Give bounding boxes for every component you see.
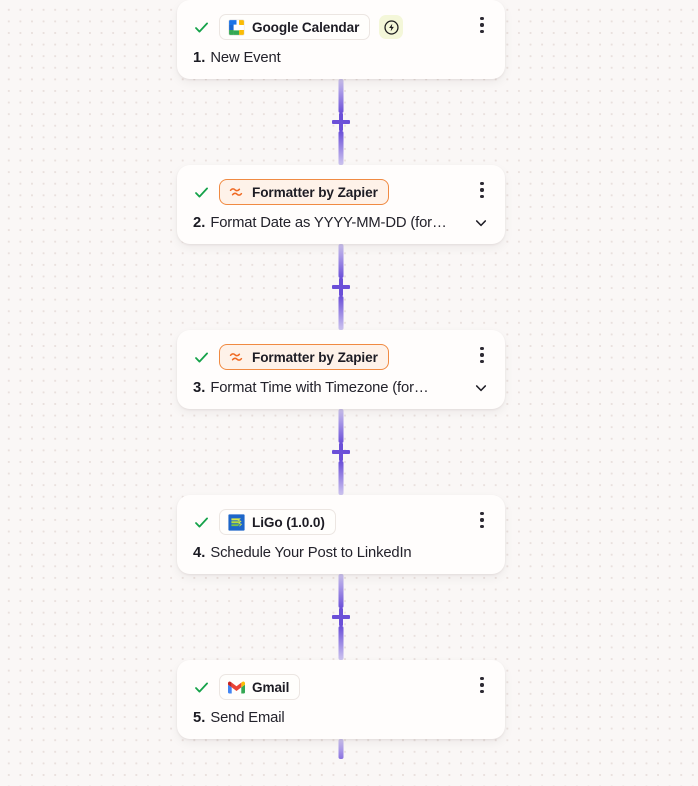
green-check-icon xyxy=(195,682,209,692)
workflow-step-card[interactable]: Formatter by Zapier 3.Format Time with Ti… xyxy=(177,330,505,409)
kebab-menu-icon[interactable] xyxy=(473,674,491,696)
green-check-icon xyxy=(195,352,209,362)
connector-line-upper xyxy=(338,574,344,608)
step-card-body: 1.New Event xyxy=(193,50,489,66)
app-name-label: Gmail xyxy=(252,679,290,695)
green-check-icon xyxy=(195,517,209,527)
workflow-step-card[interactable]: Formatter by Zapier 2.Format Date as YYYY… xyxy=(177,165,505,244)
connector-line-lower xyxy=(338,131,344,165)
app-chip[interactable]: Formatter by Zapier xyxy=(219,179,389,205)
chevron-down-icon[interactable] xyxy=(473,215,489,231)
step-number: 1. xyxy=(193,50,206,66)
formatter-wave-icon xyxy=(229,187,243,196)
step-title: Schedule Your Post to LinkedIn xyxy=(210,545,412,561)
connector-line-lower xyxy=(338,296,344,330)
step-number: 5. xyxy=(193,710,206,726)
app-chip[interactable]: Google Calendar xyxy=(219,14,371,40)
step-card-body: 4.Schedule Your Post to LinkedIn xyxy=(193,545,489,561)
step-connector xyxy=(177,79,505,165)
connector-line-upper xyxy=(338,409,344,443)
add-step-button[interactable] xyxy=(330,276,352,298)
step-number: 4. xyxy=(193,545,206,561)
kebab-menu-icon[interactable] xyxy=(473,179,491,201)
step-card-body: 5.Send Email xyxy=(193,710,489,726)
formatter-wave-icon xyxy=(229,352,243,361)
app-name-label: LiGo (1.0.0) xyxy=(252,514,325,530)
step-title: New Event xyxy=(210,50,281,66)
step-title: Format Date as YYYY-MM-DD (for… xyxy=(210,215,447,231)
connector-tail xyxy=(177,739,505,759)
step-card-header: Formatter by Zapier xyxy=(193,179,489,205)
step-card-header: Formatter by Zapier xyxy=(193,344,489,370)
kebab-menu-icon[interactable] xyxy=(473,344,491,366)
step-card-header: Gmail xyxy=(193,674,489,700)
step-number: 2. xyxy=(193,215,206,231)
connector-line-upper xyxy=(338,244,344,278)
green-check-icon xyxy=(195,187,209,197)
kebab-menu-icon[interactable] xyxy=(473,509,491,531)
step-card-body: 3.Format Time with Timezone (for… xyxy=(193,380,489,396)
green-check-icon xyxy=(195,22,209,32)
workflow-step-card[interactable]: Gmail 5.Send Email xyxy=(177,660,505,739)
step-title: Send Email xyxy=(210,710,285,726)
connector-line-upper xyxy=(338,79,344,113)
workflow-step-card[interactable]: Google Calendar 1.New Event xyxy=(177,0,505,79)
ligo-icon xyxy=(228,513,245,531)
step-card-header: LiGo (1.0.0) xyxy=(193,509,489,535)
step-connector xyxy=(177,574,505,660)
step-card-header: Google Calendar xyxy=(193,14,489,40)
app-name-label: Formatter by Zapier xyxy=(252,349,378,365)
step-number: 3. xyxy=(193,380,206,396)
add-step-button[interactable] xyxy=(330,606,352,628)
app-chip[interactable]: Formatter by Zapier xyxy=(219,344,389,370)
app-name-label: Formatter by Zapier xyxy=(252,184,378,200)
gmail-icon xyxy=(228,681,245,693)
step-connector xyxy=(177,244,505,330)
step-card-body: 2.Format Date as YYYY-MM-DD (for… xyxy=(193,215,489,231)
workflow-step-list: Google Calendar 1.New Event Formatter by… xyxy=(177,0,505,759)
add-step-button[interactable] xyxy=(330,441,352,463)
lightning-bolt-icon xyxy=(384,19,399,35)
trigger-badge[interactable] xyxy=(379,15,404,39)
connector-line-lower xyxy=(338,461,344,495)
chevron-down-icon[interactable] xyxy=(473,380,489,396)
kebab-menu-icon[interactable] xyxy=(473,14,491,36)
workflow-step-card[interactable]: LiGo (1.0.0) 4.Schedule Your Post to Link… xyxy=(177,495,505,574)
connector-line-lower xyxy=(338,626,344,660)
app-chip[interactable]: LiGo (1.0.0) xyxy=(219,509,336,535)
step-connector xyxy=(177,409,505,495)
add-step-button[interactable] xyxy=(330,111,352,133)
app-name-label: Google Calendar xyxy=(252,19,360,35)
connector-line-tail xyxy=(338,739,344,759)
step-title: Format Time with Timezone (for… xyxy=(210,380,429,396)
google-calendar-icon xyxy=(228,19,245,35)
app-chip[interactable]: Gmail xyxy=(219,674,301,700)
